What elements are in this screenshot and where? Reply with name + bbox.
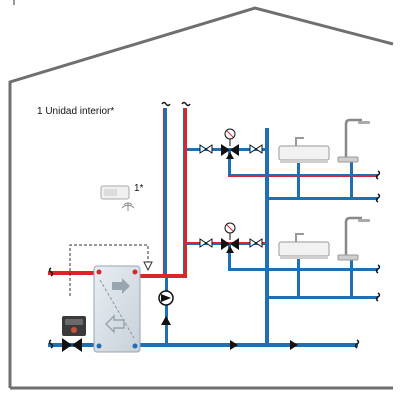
riser-pipes xyxy=(155,108,187,278)
primary-return-line xyxy=(48,343,358,347)
interior-unit-icon xyxy=(100,185,135,211)
isolation-valve-icon xyxy=(199,238,263,248)
pump-icon xyxy=(158,290,174,306)
isolation-valve-icon xyxy=(199,144,263,154)
sink-icon xyxy=(278,233,330,259)
interior-unit-label: 1 Unidad interior* xyxy=(37,106,115,117)
mixing-valve-icon xyxy=(221,222,239,253)
sink-icon xyxy=(278,137,330,163)
pump-branch-pipe xyxy=(165,278,168,346)
actuator-icon xyxy=(62,316,86,336)
return-check-valve-icon xyxy=(290,340,298,350)
primary-valve-icon xyxy=(62,338,82,352)
interior-unit-badge: 1* xyxy=(134,183,144,194)
temperature-sensor-icon xyxy=(143,261,153,272)
check-valve-icon xyxy=(161,316,171,325)
pipe-break-marks xyxy=(48,101,381,349)
shower-icon xyxy=(337,216,370,261)
mixing-valve-icon xyxy=(221,128,239,159)
primary-supply-line-out xyxy=(138,274,160,278)
heat-exchanger xyxy=(93,265,141,353)
return-check-valve-icon xyxy=(230,340,238,350)
cold-water-pipes xyxy=(265,128,378,346)
house-outline xyxy=(8,6,394,390)
shower-icon xyxy=(337,118,370,163)
control-dashed-line xyxy=(69,244,149,296)
primary-supply-line xyxy=(48,271,98,275)
